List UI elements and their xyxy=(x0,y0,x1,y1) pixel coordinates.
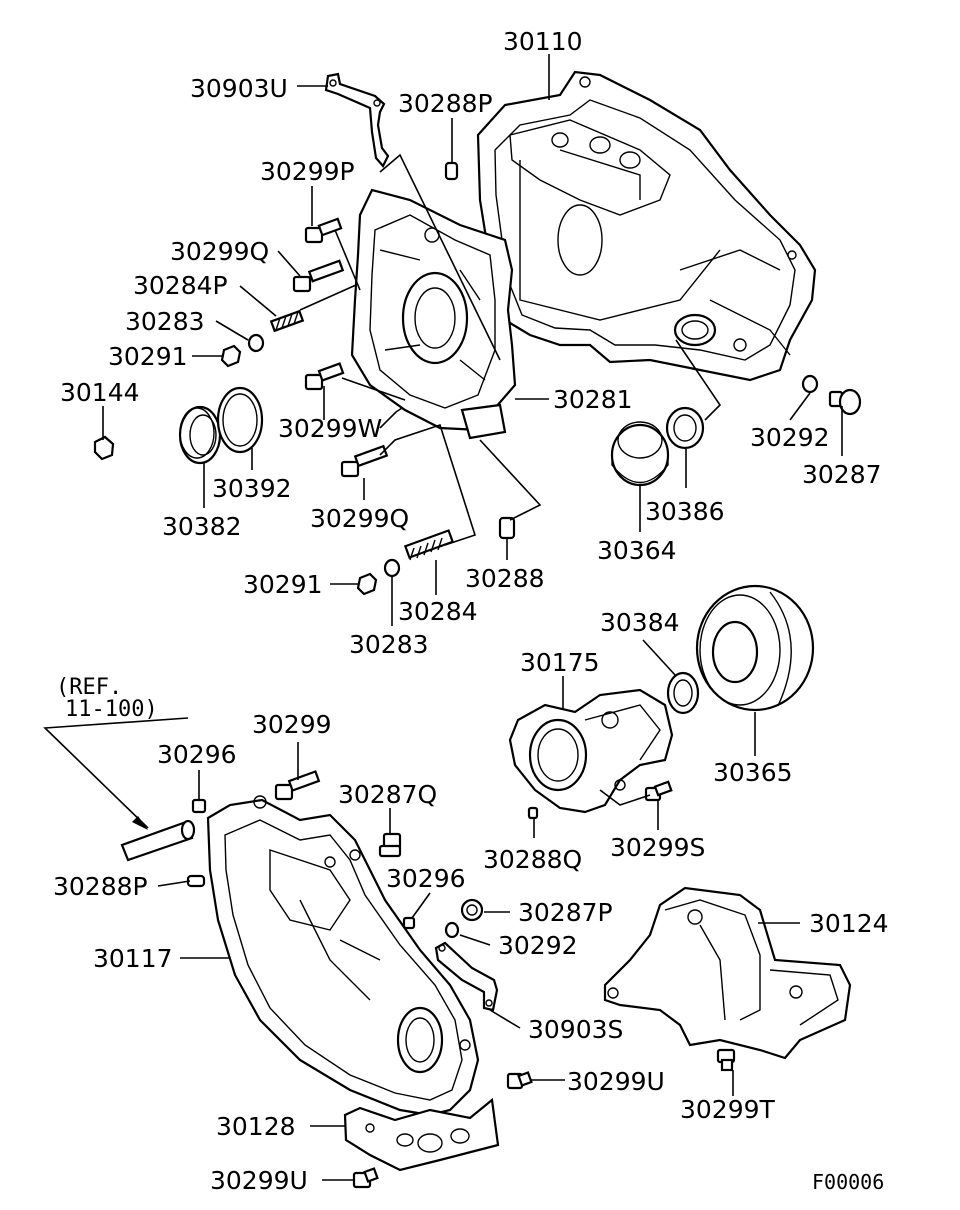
label-30299U-lower: 30299U xyxy=(210,1166,308,1195)
label-30283: 30283 xyxy=(125,307,205,336)
part-30281-plate xyxy=(350,188,517,440)
part-30124-cover xyxy=(603,886,852,1060)
label-30299S: 30299S xyxy=(610,833,705,862)
part-30284P-stud xyxy=(269,309,305,333)
label-30144: 30144 xyxy=(60,378,140,407)
part-30288P-dowel-lower xyxy=(186,874,206,888)
part-30903S-bracket xyxy=(434,941,499,1012)
part-30291-nut xyxy=(220,344,242,368)
part-reference-tube xyxy=(120,819,196,862)
label-30296-lower: 30296 xyxy=(386,864,466,893)
label-30281: 30281 xyxy=(553,385,633,414)
label-30292-lower: 30292 xyxy=(498,931,578,960)
part-30175-extension-housing xyxy=(508,688,674,814)
label-30288Q: 30288Q xyxy=(483,845,582,874)
label-30288P-lower: 30288P xyxy=(53,872,148,901)
part-labels: 30110 30903U 30288P 30299P 30299Q 30284P… xyxy=(53,27,889,1195)
label-30128: 30128 xyxy=(216,1112,296,1141)
part-30299U-bolt xyxy=(506,1071,533,1090)
part-30382-oil-seal xyxy=(178,405,222,465)
label-30287: 30287 xyxy=(802,460,882,489)
label-30288P: 30288P xyxy=(398,89,493,118)
part-30299S-bolt xyxy=(644,780,673,802)
label-30284P: 30284P xyxy=(133,271,228,300)
label-30288: 30288 xyxy=(465,564,545,593)
label-30903S: 30903S xyxy=(528,1015,623,1044)
label-30287P: 30287P xyxy=(518,898,613,927)
part-30364-bearing-race xyxy=(610,421,670,487)
part-30117-case xyxy=(206,795,480,1117)
label-30287Q: 30287Q xyxy=(338,780,437,809)
part-30128-plate xyxy=(343,1097,500,1172)
label-30299P: 30299P xyxy=(260,157,355,186)
label-30117: 30117 xyxy=(93,944,173,973)
label-30382: 30382 xyxy=(162,512,242,541)
label-30364: 30364 xyxy=(597,536,677,565)
label-30299Q: 30299Q xyxy=(170,237,269,266)
part-30299Q-bolt xyxy=(292,259,345,293)
label-30110: 30110 xyxy=(503,27,583,56)
label-30292: 30292 xyxy=(750,423,830,452)
label-30392: 30392 xyxy=(212,474,292,503)
part-30292-o-ring xyxy=(801,374,819,394)
leader-lines xyxy=(43,54,843,1181)
part-30283-washer-lower xyxy=(383,558,401,578)
label-30175: 30175 xyxy=(520,648,600,677)
reference-line-1: (REF. xyxy=(56,675,122,700)
part-30299T-bolt xyxy=(716,1048,736,1072)
label-30283-lower: 30283 xyxy=(349,630,429,659)
part-30144-nut xyxy=(93,435,115,461)
part-30283-washer xyxy=(247,333,265,353)
part-30296-plug xyxy=(191,798,207,814)
part-30296-plug-lower xyxy=(402,916,416,930)
label-30299W: 30299W xyxy=(278,414,382,443)
label-30903U: 30903U xyxy=(190,74,288,103)
part-30284-stud xyxy=(403,529,455,561)
part-30287P-plug xyxy=(460,898,484,922)
part-30291-nut-lower xyxy=(356,572,378,596)
part-30288-dowel xyxy=(498,516,516,540)
label-30291-lower: 30291 xyxy=(243,570,323,599)
label-30386: 30386 xyxy=(645,497,725,526)
figure-code: F00006 xyxy=(812,1170,884,1194)
part-30110-transmission-case xyxy=(476,70,817,382)
label-30124: 30124 xyxy=(809,909,889,938)
label-30299Q-lower: 30299Q xyxy=(310,504,409,533)
part-30392-ring xyxy=(216,386,264,454)
part-30365-drum xyxy=(695,584,815,712)
part-30903U-bracket xyxy=(324,72,390,168)
part-30299U-bolt-lower xyxy=(352,1167,379,1189)
part-30299Q-bolt-lower xyxy=(340,444,389,478)
label-30365: 30365 xyxy=(713,758,793,787)
label-30299: 30299 xyxy=(252,710,332,739)
part-30287Q-plug xyxy=(378,832,402,858)
reference-line-2: 11-100) xyxy=(65,697,158,722)
part-30299W-bolt xyxy=(304,362,345,391)
label-30299T: 30299T xyxy=(680,1095,776,1124)
label-30299U: 30299U xyxy=(567,1067,665,1096)
label-30291: 30291 xyxy=(108,342,188,371)
label-30284: 30284 xyxy=(398,597,478,626)
part-30384-seal xyxy=(666,671,700,715)
label-30296: 30296 xyxy=(157,740,237,769)
part-30386-seal xyxy=(665,406,705,450)
part-30299-bolt xyxy=(274,770,321,801)
part-30288Q-dowel xyxy=(527,806,539,820)
part-30288P-dowel xyxy=(444,161,459,181)
part-30292-o-ring-lower xyxy=(444,921,460,939)
part-30287-plug xyxy=(828,388,862,416)
label-30384: 30384 xyxy=(600,608,680,637)
part-30299P-bolt xyxy=(304,217,343,244)
